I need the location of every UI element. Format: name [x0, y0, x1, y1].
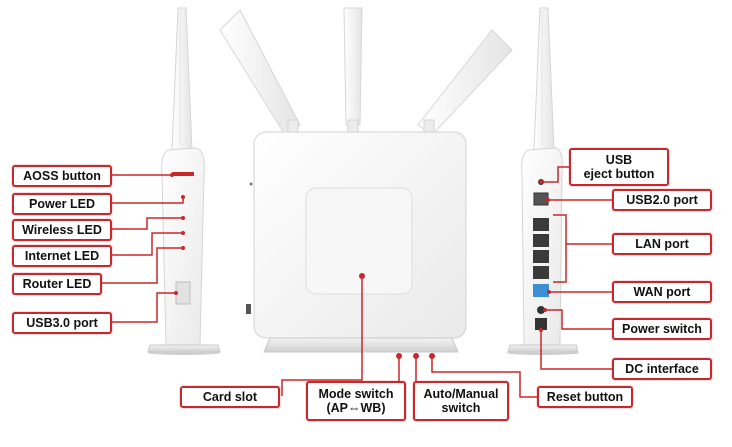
front-antenna-center	[343, 7, 363, 126]
lan-port-2	[533, 234, 549, 247]
router-led-label: Router LED	[11, 272, 103, 296]
back-side-view	[507, 7, 579, 355]
internet-led-label: Internet LED	[11, 244, 113, 268]
back-antenna	[533, 7, 555, 151]
callout-usb30	[112, 292, 176, 323]
mode-switch-label: Mode switch (AP⇔WB)	[305, 380, 407, 422]
power-switch-visual	[537, 306, 545, 314]
front-view	[219, 7, 513, 359]
dc-interface-visual	[535, 318, 547, 330]
usb20-port-label: USB2.0 port	[611, 188, 713, 212]
lan-port-3	[533, 250, 549, 263]
callout-lan-bracket	[553, 214, 567, 283]
callout-wireless-led	[112, 217, 183, 230]
callout-dc	[540, 330, 612, 370]
lan-port-4	[533, 266, 549, 279]
callout-usb-eject	[541, 166, 569, 183]
usb20-port-visual	[533, 192, 549, 206]
back-stand	[507, 344, 579, 353]
left-antenna	[171, 7, 193, 151]
callout-reset	[431, 356, 537, 398]
front-base	[263, 337, 459, 353]
card-slot-panel	[305, 187, 413, 295]
power-switch-label: Power switch	[611, 317, 713, 341]
aoss-button-label: AOSS button	[11, 164, 113, 188]
left-stand	[147, 344, 221, 353]
card-slot-label: Card slot	[179, 385, 281, 409]
wireless-led-label: Wireless LED	[11, 218, 113, 242]
callout-router-led	[102, 247, 183, 284]
callout-internet-led	[112, 232, 183, 256]
callout-lines	[102, 166, 612, 398]
front-antenna-right	[417, 29, 513, 136]
auto-manual-switch-label: Auto/Manual switch	[412, 380, 510, 422]
usb30-port-label: USB3.0 port	[11, 311, 113, 335]
left-side-view	[147, 7, 221, 355]
aoss-button-visual	[172, 172, 194, 176]
wan-port-visual	[533, 284, 549, 297]
wan-port-label: WAN port	[611, 280, 713, 304]
usb-eject-button-label: USB eject button	[568, 147, 670, 187]
callout-power-switch	[545, 309, 612, 330]
reset-button-label: Reset button	[536, 385, 634, 409]
lan-port-1	[533, 218, 549, 231]
front-antenna-left	[219, 9, 301, 136]
lan-port-label: LAN port	[611, 232, 713, 256]
usb30-port-visual	[175, 281, 191, 305]
power-led-label: Power LED	[11, 192, 113, 216]
callout-card-slot	[281, 276, 363, 396]
dc-interface-label: DC interface	[611, 357, 713, 381]
